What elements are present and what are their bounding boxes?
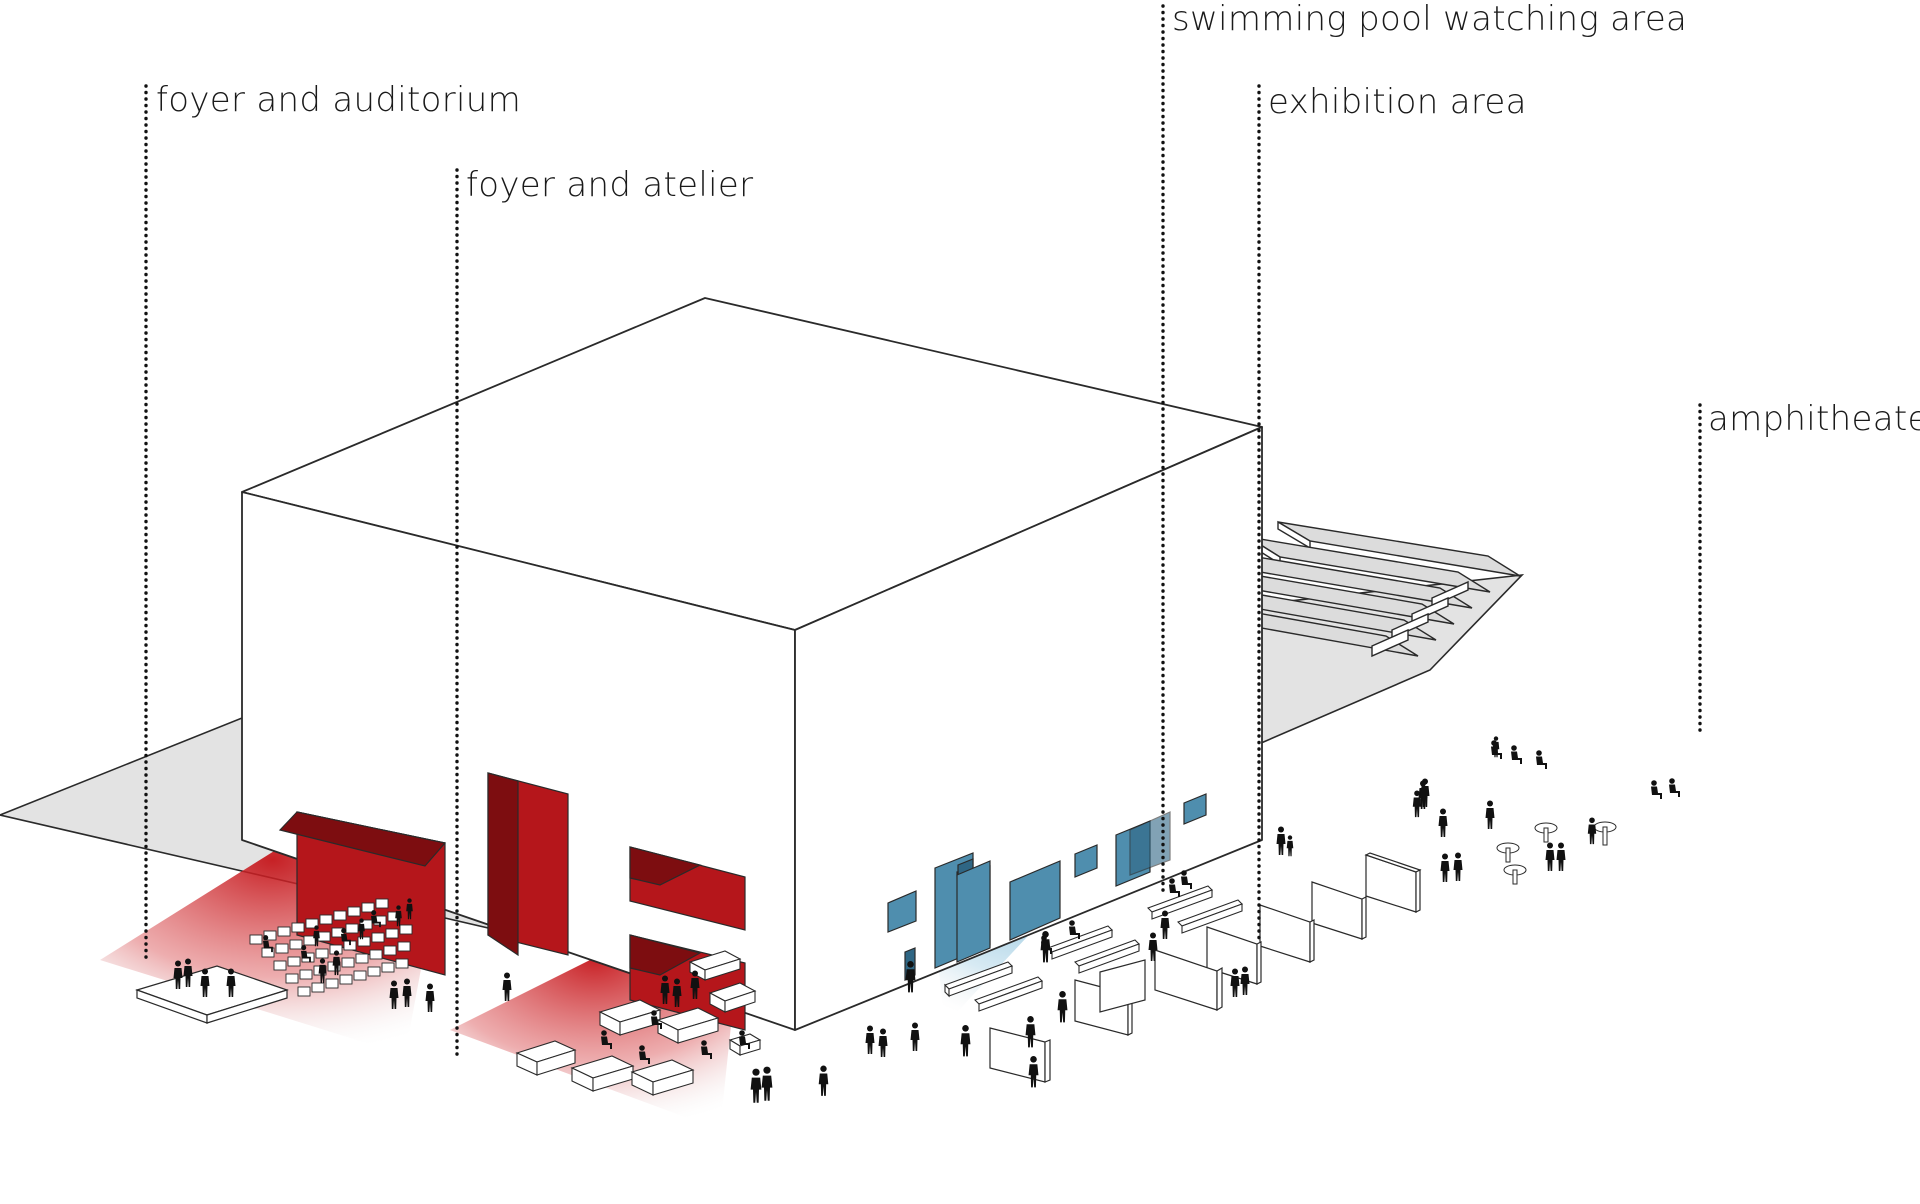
label-foyer-atelier: foyer and atelier — [466, 165, 753, 205]
label-exhibition: exhibition area — [1268, 82, 1527, 122]
cafe-tables — [1496, 821, 1617, 885]
label-amphitheater: amphitheater — [1708, 399, 1920, 439]
callout-labels: foyer and auditorium foyer and atelier s… — [156, 0, 1920, 439]
label-foyer-auditorium: foyer and auditorium — [156, 80, 521, 120]
label-swimming-pool: swimming pool watching area — [1172, 0, 1687, 39]
atelier-tables — [515, 950, 762, 1096]
leader-lines — [144, 4, 1702, 1057]
pool-window-large — [956, 860, 991, 963]
benches — [944, 885, 1243, 1012]
auditorium-stage — [135, 965, 289, 1024]
